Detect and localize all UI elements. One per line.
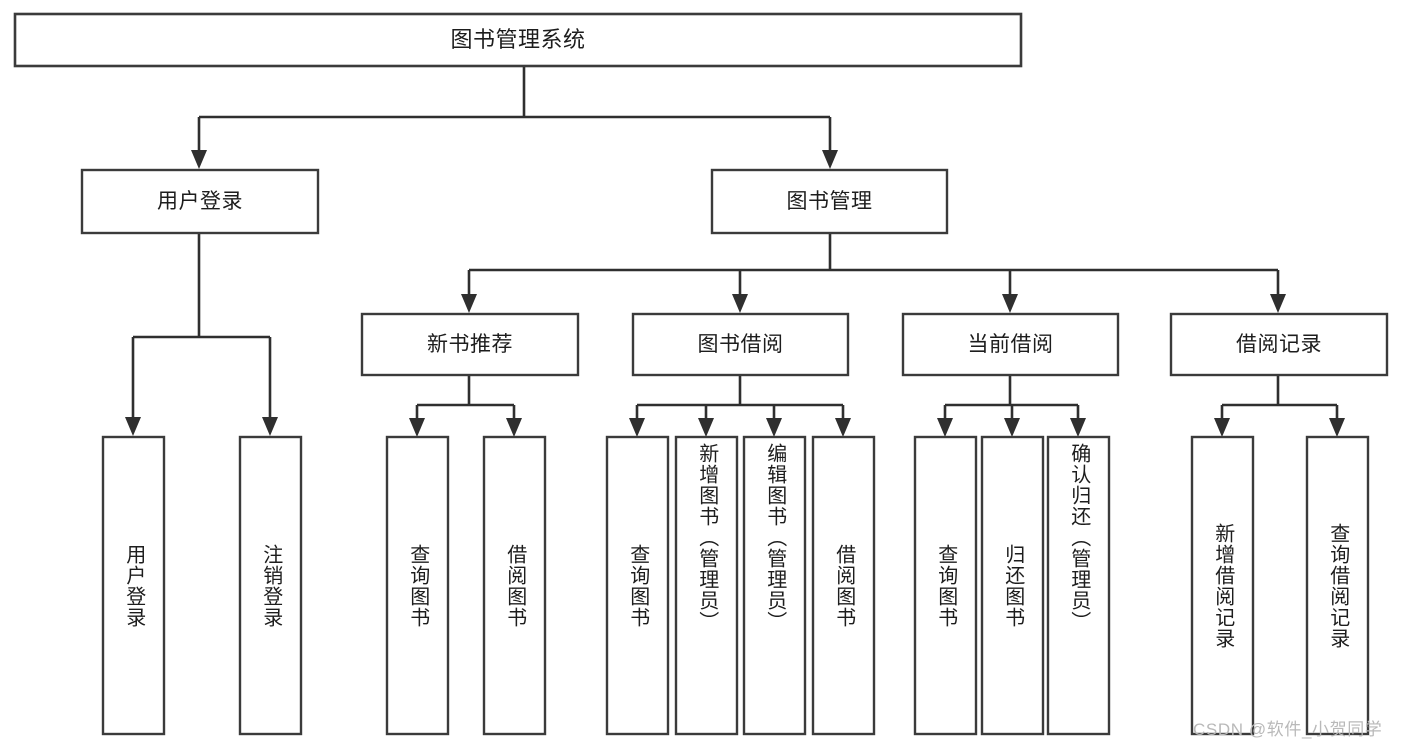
node-box-book-borrow[interactable] (631, 312, 850, 377)
leaf-box-book-borrow-add[interactable] (674, 435, 739, 736)
arrow-new-book-leaf-2 (506, 418, 522, 437)
node-box-book-management[interactable] (710, 168, 949, 235)
leaf-box-new-book-query[interactable] (385, 435, 450, 736)
arrow-current-borrow-leaf-2 (1004, 418, 1020, 437)
leaf-box-user-login-logout[interactable] (238, 435, 303, 736)
leaf-box-book-borrow-query[interactable] (605, 435, 670, 736)
arrow-to-user-login (191, 150, 207, 169)
leaf-box-new-book-borrow[interactable] (482, 435, 547, 736)
arrow-borrow-record-leaf-2 (1329, 418, 1345, 437)
node-box-user-login[interactable] (80, 168, 320, 235)
node-box-new-book-recommend[interactable] (360, 312, 580, 377)
arrow-current-borrow-leaf-3 (1070, 418, 1086, 437)
leaf-box-record-add[interactable] (1190, 435, 1255, 736)
leaf-box-record-query[interactable] (1305, 435, 1370, 736)
arrow-borrow-record-leaf-1 (1214, 418, 1230, 437)
arrow-to-borrow-record (1270, 294, 1286, 313)
arrow-new-book-leaf-1 (409, 418, 425, 437)
node-box-borrow-record[interactable] (1169, 312, 1389, 377)
leaf-box-current-borrow-confirm[interactable] (1046, 435, 1111, 736)
arrow-to-new-book (461, 294, 477, 313)
leaf-box-book-borrow-edit[interactable] (742, 435, 807, 736)
leaf-box-book-borrow-lend[interactable] (811, 435, 876, 736)
arrow-book-borrow-leaf-3 (766, 418, 782, 437)
arrow-to-current-borrow (1002, 294, 1018, 313)
node-box-root[interactable] (13, 12, 1023, 68)
arrow-to-book-borrow (732, 294, 748, 313)
arrow-current-borrow-leaf-1 (937, 418, 953, 437)
arrow-to-leaf-logout (262, 417, 278, 436)
boxes-layer (13, 12, 1389, 736)
arrow-book-borrow-leaf-2 (698, 418, 714, 437)
arrow-book-borrow-leaf-1 (629, 418, 645, 437)
edges-layer (125, 67, 1345, 437)
leaf-box-user-login-login[interactable] (101, 435, 166, 736)
leaf-box-current-borrow-query[interactable] (913, 435, 978, 736)
arrow-book-borrow-leaf-4 (835, 418, 851, 437)
leaf-box-current-borrow-return[interactable] (980, 435, 1045, 736)
arrow-to-book-mgmt (822, 150, 838, 169)
node-box-current-borrow[interactable] (901, 312, 1120, 377)
arrow-to-leaf-user-login (125, 417, 141, 436)
